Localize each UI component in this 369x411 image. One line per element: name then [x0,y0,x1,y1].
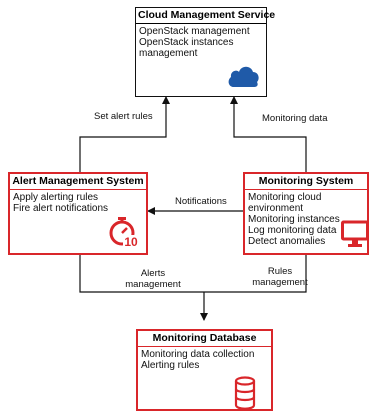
monitoring-line-4: Log monitoring data [248,225,337,236]
monitoring-database-title: Monitoring Database [138,331,271,347]
edge-alerts-management [79,255,204,293]
label-rules-management: Rules management [250,266,310,288]
label-monitoring-data: Monitoring data [262,113,328,124]
alert-management-system-body: Apply alerting rules Fire alert notifica… [10,190,146,216]
edge-rules-management [204,255,307,293]
label-notifications: Notifications [175,196,227,207]
database-line-1: Monitoring data collection [141,349,255,360]
alert-line-2: Fire alert notifications [13,203,109,214]
edge-set-alert-rules [79,96,170,172]
cloud-management-service-body: OpenStack management OpenStack instances… [136,24,266,61]
database-icon [234,376,256,410]
monitoring-line-1: Monitoring cloud [248,192,322,203]
monitoring-system-body: Monitoring cloud environment Monitoring … [245,190,367,249]
svg-text:10: 10 [124,235,138,248]
label-alerts-management-line-2: management [125,279,181,290]
alert-line-1: Apply alerting rules [13,192,99,203]
alert-management-system-title: Alert Management System [10,174,146,190]
label-alerts-management-line-1: Alerts [140,268,166,279]
cloud-line-2: OpenStack instances [139,37,234,48]
monitoring-line-5: Detect anomalies [248,236,326,247]
database-line-2: Alerting rules [141,360,200,371]
stopwatch-10-icon: 10 [109,217,139,248]
monitoring-database-box: Monitoring Database Monitoring data coll… [136,329,273,411]
cloud-icon [228,66,259,87]
monitor-icon [341,220,369,247]
cloud-management-service-title: Cloud Management Service [136,8,275,24]
alert-management-system-box: Alert Management System Apply alerting r… [8,172,148,255]
label-rules-management-line-1: Rules [267,266,293,277]
edge-monitoring-data [230,96,307,172]
label-alerts-management: Alerts management [118,268,188,290]
monitoring-line-2: environment [248,203,304,214]
monitoring-line-3: Monitoring instances [248,214,340,225]
monitoring-system-title: Monitoring System [245,174,367,190]
monitoring-system-box: Monitoring System Monitoring cloud envir… [243,172,369,255]
label-set-alert-rules: Set alert rules [94,111,153,122]
cloud-line-3: management [139,48,198,59]
monitoring-database-body: Monitoring data collection Alerting rule… [138,347,271,373]
label-rules-management-line-2: management [252,277,308,288]
cloud-management-service-box: Cloud Management Service OpenStack manag… [135,7,275,97]
cloud-line-1: OpenStack management [139,26,250,37]
